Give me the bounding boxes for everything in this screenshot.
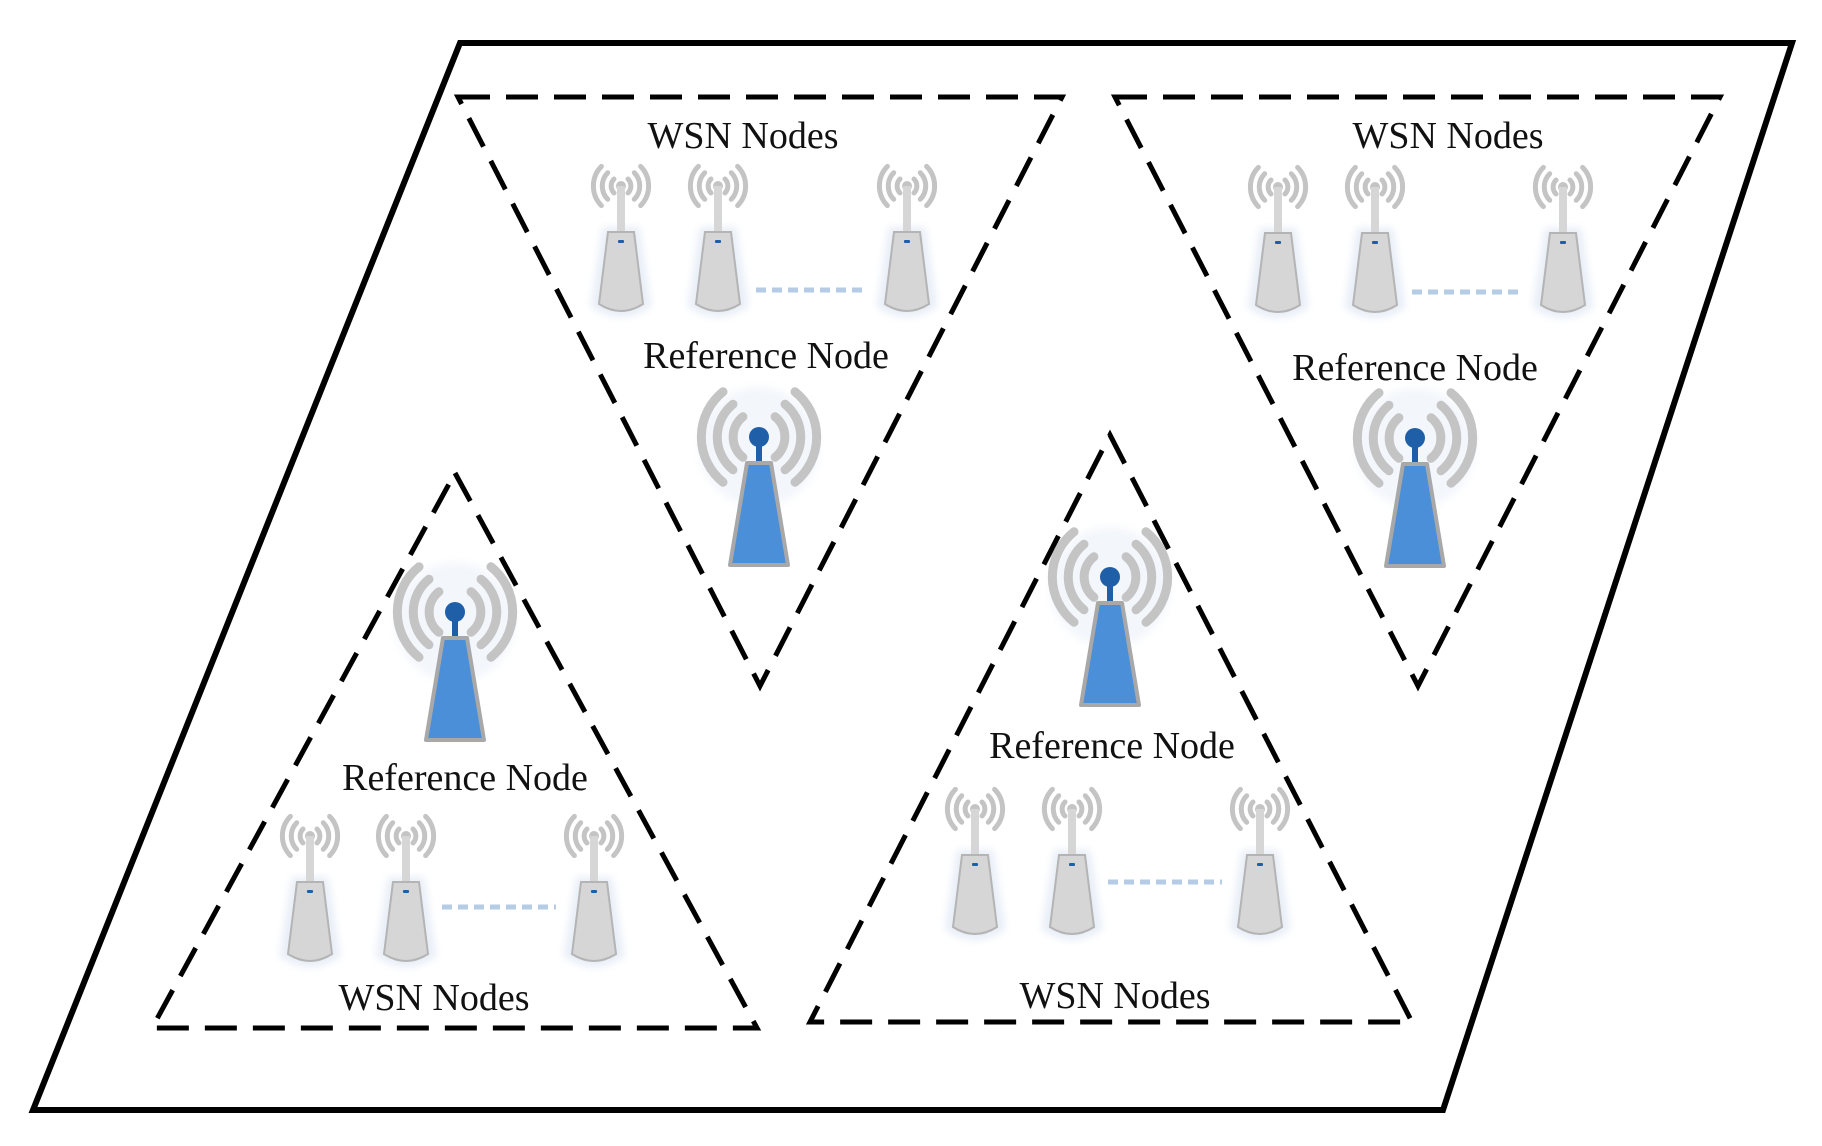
- cluster-boundary-1: [453, 94, 1067, 692]
- wsn-node-3c: [563, 813, 625, 967]
- wsn-node-1a: [590, 163, 652, 317]
- reference-node-label-2: Reference Node: [1292, 347, 1538, 389]
- cluster-boundary-4: [805, 429, 1417, 1025]
- wsn-node-2c: [1532, 164, 1594, 318]
- cluster-boundary-3: [147, 467, 762, 1031]
- reference-node-label-4: Reference Node: [989, 725, 1235, 767]
- reference-node-label-3: Reference Node: [342, 757, 588, 799]
- wsn-node-4b: [1041, 786, 1103, 940]
- deployment-area-boundary: [28, 40, 1797, 1113]
- node-icons-layer: [279, 163, 1594, 967]
- reference-node-label-1: Reference Node: [643, 335, 889, 377]
- wsn-node-4a: [944, 786, 1006, 940]
- reference-node-4: [1047, 527, 1173, 707]
- wsn-node-1b: [687, 163, 749, 317]
- wsn-nodes-label-3: WSN Nodes: [338, 977, 529, 1019]
- wsn-node-3a: [279, 813, 341, 967]
- reference-node-3: [392, 562, 518, 742]
- wsn-nodes-label-4: WSN Nodes: [1019, 975, 1210, 1017]
- wsn-node-1c: [876, 163, 938, 317]
- wsn-node-2a: [1247, 164, 1309, 318]
- wsn-nodes-label-1: WSN Nodes: [647, 115, 838, 157]
- wsn-node-3b: [375, 813, 437, 967]
- reference-node-2: [1352, 388, 1478, 568]
- wsn-nodes-label-2: WSN Nodes: [1352, 115, 1543, 157]
- reference-node-1: [696, 387, 822, 567]
- wsn-node-4c: [1229, 786, 1291, 940]
- cluster-boundary-2: [1110, 94, 1725, 692]
- wsn-node-2b: [1344, 164, 1406, 318]
